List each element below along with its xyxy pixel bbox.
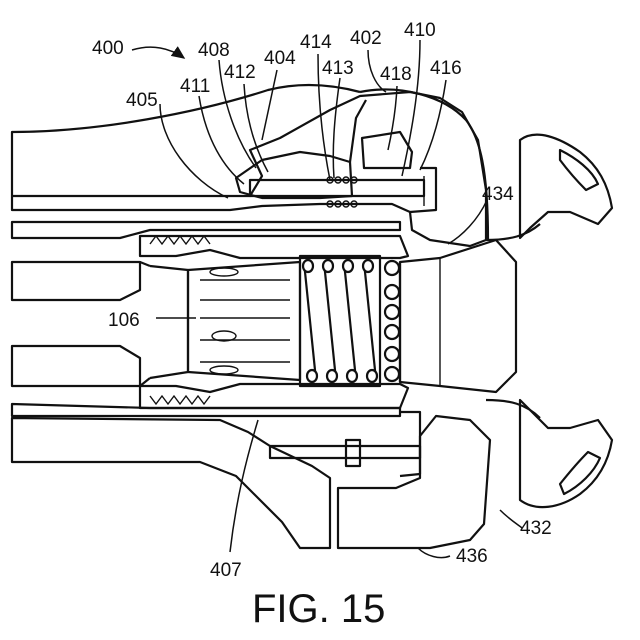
- label-434: 434: [482, 184, 514, 205]
- figure-caption: FIG. 15: [252, 587, 385, 631]
- detent-balls: [385, 261, 399, 381]
- label-413: 413: [322, 58, 354, 79]
- leader-lines: [156, 40, 522, 558]
- label-432: 432: [520, 518, 552, 539]
- spring-housing: [300, 256, 380, 386]
- nozzle-bore: [400, 240, 516, 392]
- inner-tube-lower-2: [12, 404, 400, 416]
- collar-upper: [520, 135, 612, 238]
- outer-housing-lower: [12, 418, 330, 548]
- label-405: 405: [126, 90, 158, 111]
- label-411: 411: [180, 76, 210, 97]
- label-400: 400: [92, 38, 124, 59]
- collar-lower: [520, 400, 612, 507]
- label-418: 418: [380, 64, 412, 85]
- thread-teeth-lower: [150, 396, 210, 404]
- inner-tube-upper-2: [12, 262, 140, 300]
- spring-coil: [303, 260, 377, 382]
- inner-tube-lower: [12, 346, 140, 386]
- label-414: 414: [300, 32, 332, 53]
- threaded-coupling-upper: [140, 236, 408, 258]
- label-416: 416: [430, 58, 462, 79]
- sleeve-slots: [200, 268, 290, 374]
- collar-lip-lower: [560, 452, 600, 494]
- label-402: 402: [350, 28, 382, 49]
- collar-lip-upper: [560, 150, 598, 190]
- thread-teeth-upper: [150, 236, 210, 244]
- label-407: 407: [210, 560, 242, 581]
- label-410: 410: [404, 20, 436, 41]
- label-106: 106: [108, 310, 140, 331]
- label-436: 436: [456, 546, 488, 567]
- leader-400: [132, 47, 184, 58]
- lower-body-block: [338, 416, 490, 548]
- label-408: 408: [198, 40, 230, 61]
- label-412: 412: [224, 62, 256, 83]
- label-404: 404: [264, 48, 296, 69]
